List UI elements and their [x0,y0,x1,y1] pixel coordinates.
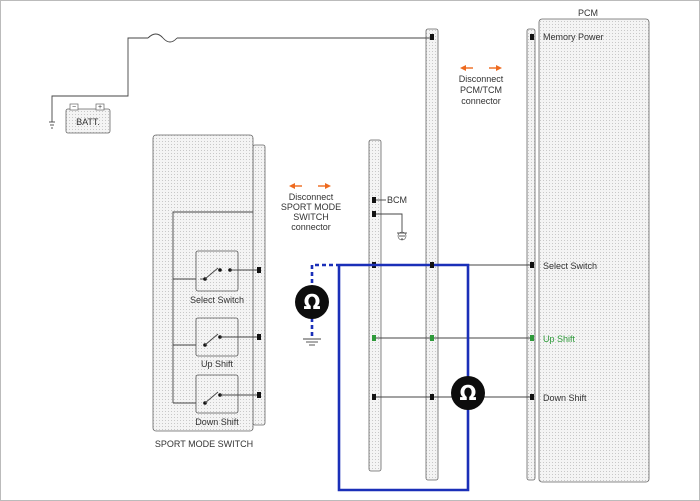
fuse-icon [147,33,178,43]
harness-pin-memory [430,34,434,40]
select-switch-label: Select Switch [190,295,244,305]
sport-pin-down [257,392,261,398]
harness-pin-up [430,335,434,341]
sport-pin-select [257,267,261,273]
batt-label: BATT. [76,117,100,127]
ohm-symbol-1: Ω [303,290,320,314]
ohm-symbol-2: Ω [459,381,476,405]
bcm-pin-down [372,394,376,400]
disconnect-sport-line4: connector [291,222,331,232]
pcm-connector [526,28,536,481]
up-shift-switch-label: Up Shift [201,359,234,369]
pcm-select-switch-label: Select Switch [543,261,597,271]
bcm-wiring [376,199,407,240]
ohmmeter-icon: Ω [295,285,329,319]
select-switch-element [195,250,239,292]
pcm-up-shift-label: Up Shift [543,334,576,344]
ground-icon [397,231,407,241]
bcm-label: BCM [387,195,407,205]
disconnect-sport-line2: SPORT MODE [281,202,341,212]
pcm-memory-power-label: Memory Power [543,32,604,42]
disconnect-sport-line3: SWITCH [293,212,329,222]
batt-plus-terminal [95,103,105,111]
pcm-title: PCM [578,8,598,18]
signal-wires [376,264,530,398]
disconnect-pcm-line2: PCM/TCM [460,85,502,95]
bcm-pin-2 [372,211,376,217]
sport-mode-switch-label: SPORT MODE SWITCH [155,439,253,449]
down-shift-switch-label: Down Shift [195,417,239,427]
harness-pin-down [430,394,434,400]
sport-pin-up [257,334,261,340]
batt-minus-sign: − [72,104,76,111]
down-shift-switch-element [195,374,239,414]
ground-icon [303,338,321,346]
pcm-pin-up [530,335,534,341]
pcm-pin-down [530,394,534,400]
sport-switch-connector [252,144,266,426]
ohmmeter-icon: Ω [451,376,485,410]
harness-pin-select [430,262,434,268]
bcm-pin-1 [372,197,376,203]
pcm-pin-select [530,262,534,268]
pcm-pin-memory [530,34,534,40]
sport-switch-wiring [172,211,257,404]
bcm-pin-up [372,335,376,341]
batt-plus-sign: + [98,104,102,111]
up-shift-switch-element [195,317,239,357]
disconnect-pcm-line1: Disconnect [459,74,504,84]
double-arrow-icon [289,183,331,189]
pcm-harness-connector [425,28,439,481]
double-arrow-icon [460,65,502,71]
pcm-block [538,18,650,483]
pcm-down-shift-label: Down Shift [543,393,587,403]
bcm-connector [368,139,382,472]
probe-wiring [310,263,470,492]
disconnect-sport-line1: Disconnect [289,192,334,202]
battery [65,108,111,134]
batt-minus-terminal [69,103,79,111]
disconnect-pcm-line3: connector [461,96,501,106]
